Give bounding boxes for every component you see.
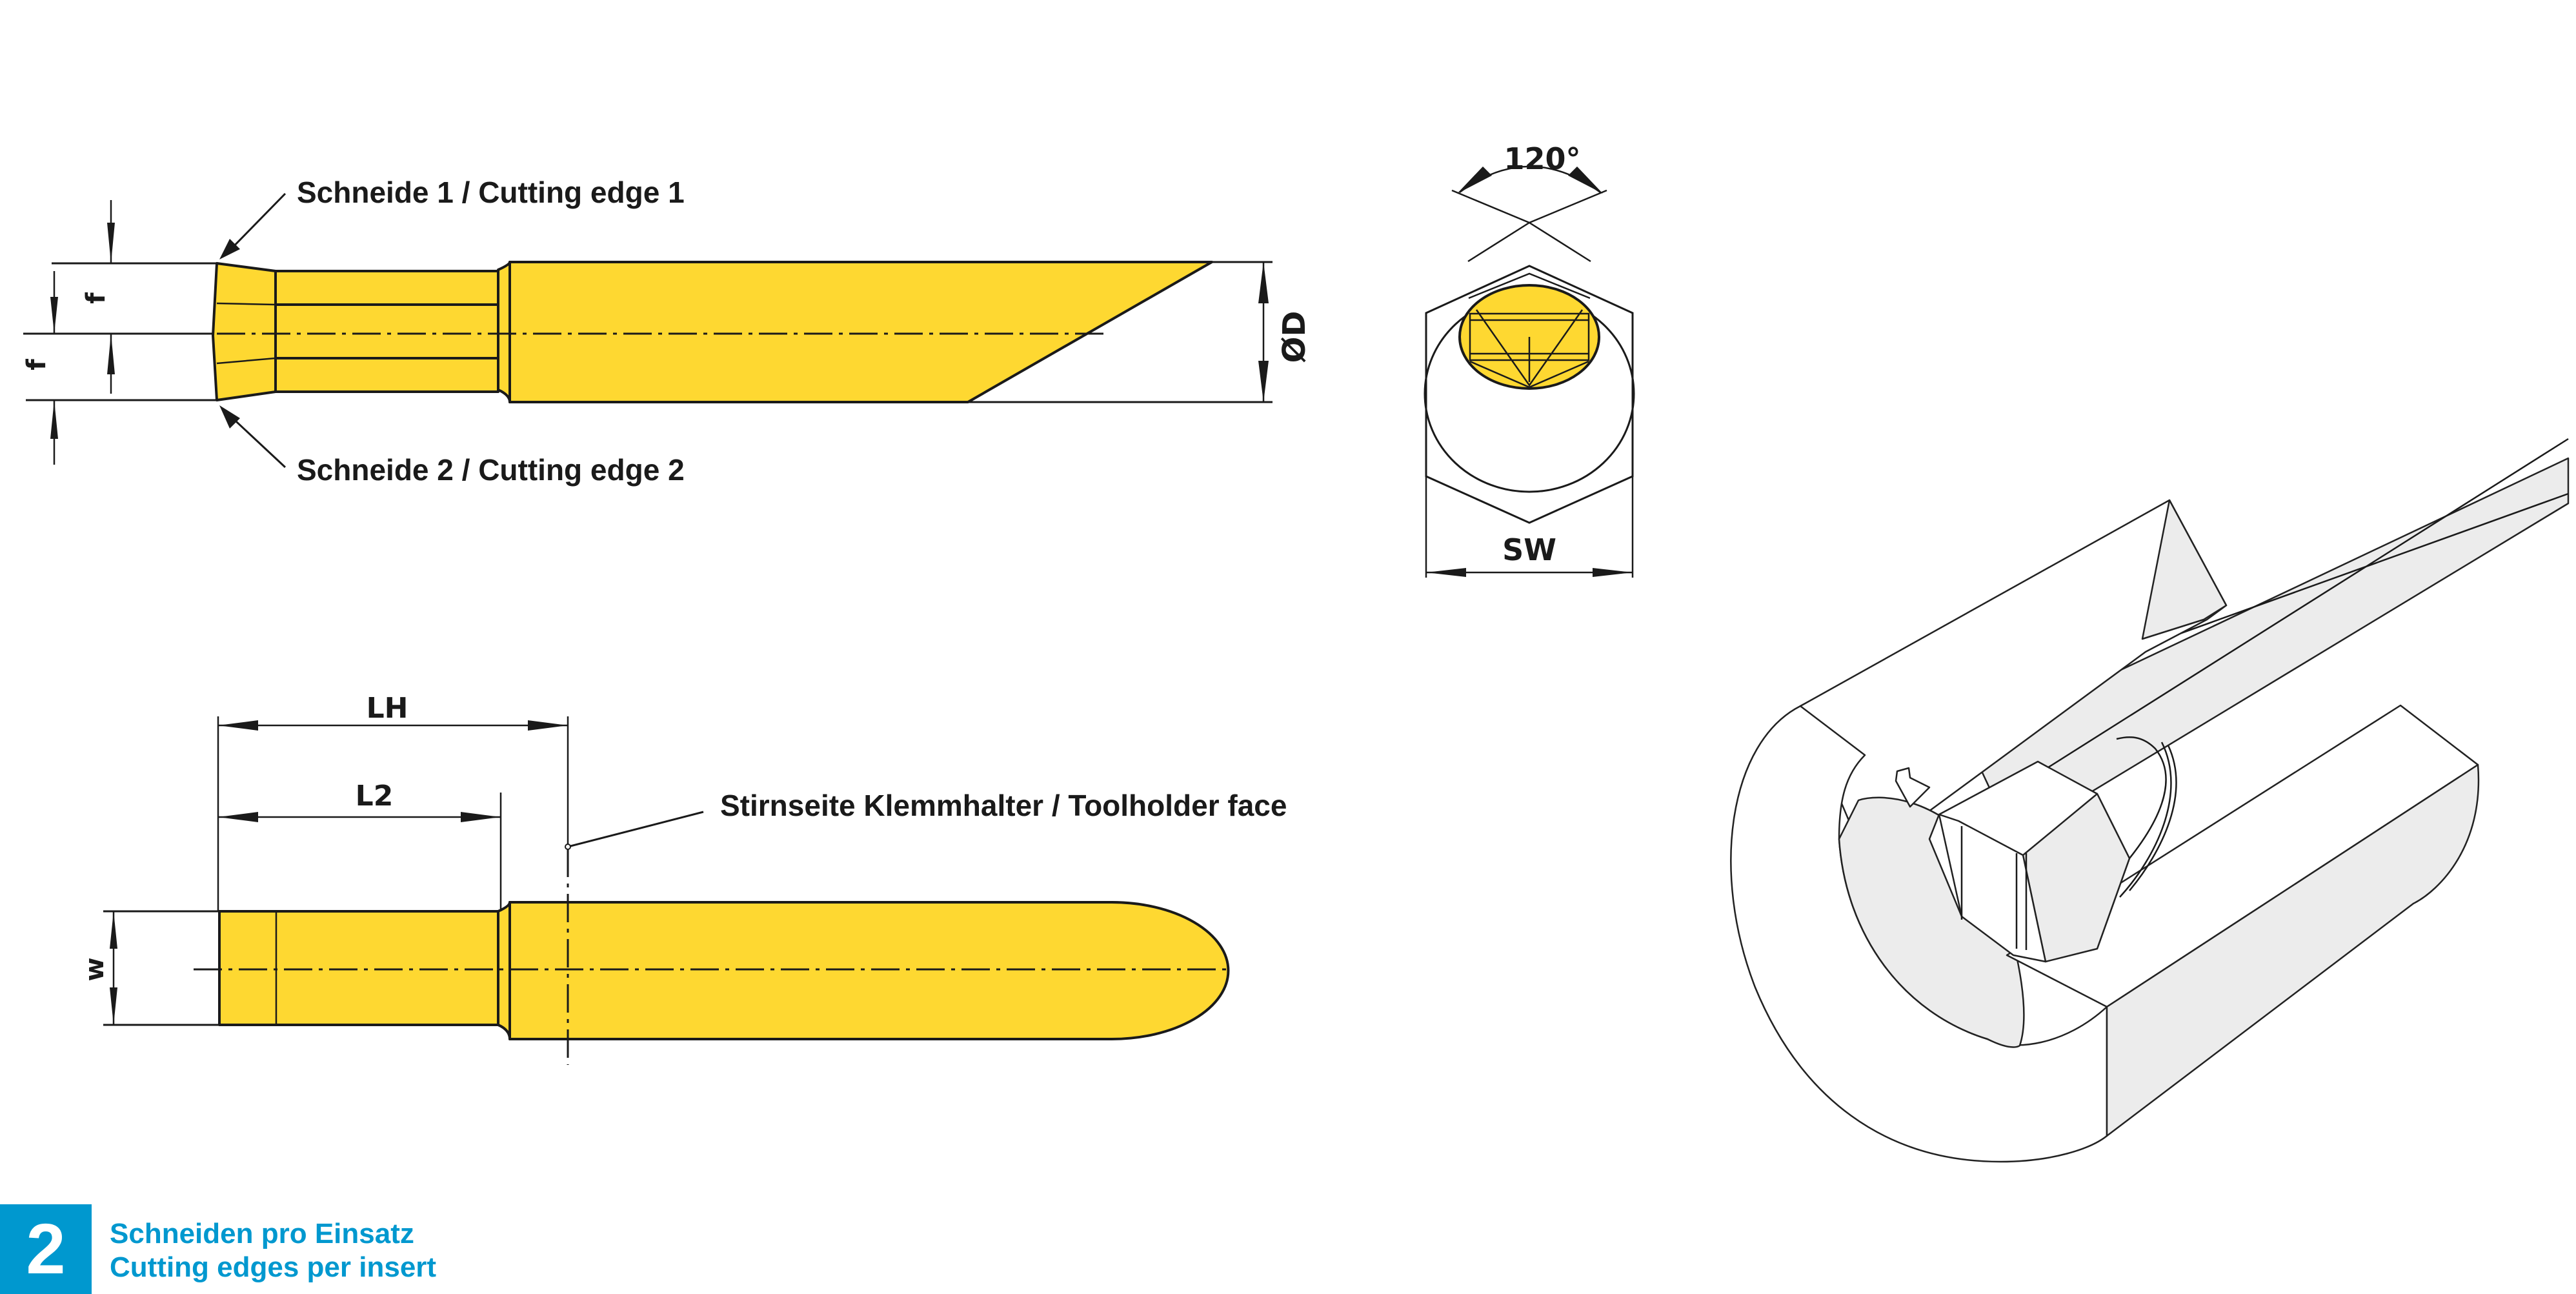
badge-number: 2 <box>26 1209 66 1289</box>
caption-de: Schneiden pro Einsatz <box>110 1218 414 1249</box>
cutting-edges-badge: 2 <box>0 1204 92 1294</box>
caption-en: Cutting edges per insert <box>110 1251 437 1283</box>
dim-angle: 120° <box>1504 141 1580 176</box>
dim-l2: L2 <box>356 780 394 813</box>
dim-f-upper: f <box>81 292 111 304</box>
dim-diameter: ØD <box>1276 311 1313 363</box>
isometric-view <box>1730 438 2570 1163</box>
label-cutting-edge-1: Schneide 1 / Cutting edge 1 <box>297 176 685 209</box>
insert-side-view: f f ØD Schneide 1 / Cutting edge 1 Schne… <box>22 176 1313 487</box>
label-cutting-edge-2: Schneide 2 / Cutting edge 2 <box>297 453 685 487</box>
insert-top-view: w LH L2 Stirnseite Klemmhalter / Toolhol… <box>80 692 1287 1065</box>
dim-f-lower: f <box>22 359 52 370</box>
label-toolholder-face: Stirnseite Klemmhalter / Toolholder face <box>720 789 1287 822</box>
cutting-edges-caption: Schneiden pro Einsatz Cutting edges per … <box>110 1217 436 1284</box>
dim-w: w <box>80 958 110 982</box>
dim-lh: LH <box>367 692 408 725</box>
dim-wrench-size: SW <box>1502 532 1556 567</box>
insert-end-view: 120° SW <box>1424 141 1635 578</box>
